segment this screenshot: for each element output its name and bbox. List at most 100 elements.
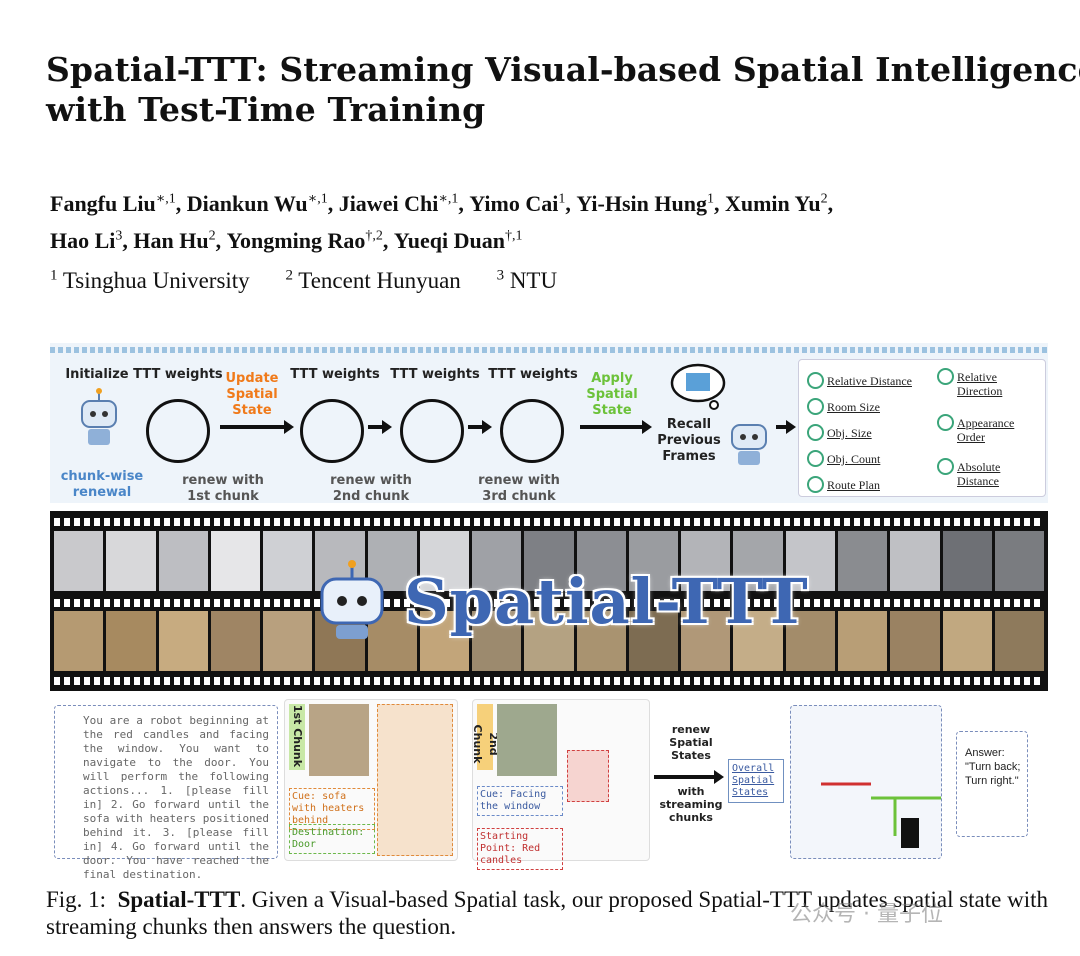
author-name: Fangfu Liu∗,1, bbox=[50, 191, 187, 216]
figure-caption: Fig. 1: Spatial-TTT. Given a Visual-base… bbox=[46, 886, 1056, 940]
arrow-1 bbox=[220, 420, 294, 434]
chunk-1-images bbox=[309, 704, 369, 776]
task-item: Obj. Count bbox=[806, 450, 881, 467]
film-holes bbox=[54, 677, 1044, 685]
apply-label: Apply Spatial State bbox=[586, 371, 638, 418]
film-holes bbox=[54, 518, 1044, 526]
author-name: Han Hu2, bbox=[133, 228, 226, 253]
author-separator: , bbox=[713, 191, 725, 217]
starting-point: Starting Point: Red candles bbox=[477, 828, 563, 870]
caption-text: . Given a Visual-based Spatial task, our… bbox=[46, 887, 1049, 939]
task-item: Route Plan bbox=[807, 476, 880, 493]
with-streaming-label: with streaming chunks bbox=[659, 785, 723, 824]
chunk-wise-label: chunk-wise renewal bbox=[60, 469, 144, 500]
author-affiliation-marker: 1 bbox=[558, 192, 566, 207]
author-separator: , bbox=[327, 191, 339, 217]
cue-2: Cue: Facing the window bbox=[477, 786, 563, 816]
figure-1: Initialize TTT weights Update Spatial St… bbox=[50, 343, 1048, 881]
destination: Destination: Door bbox=[289, 824, 375, 854]
task-item: Appearance Order bbox=[937, 414, 1029, 444]
author-affiliation-marker: 1 bbox=[706, 192, 714, 207]
title-line-1: Spatial-TTT: Streaming Visual-based Spat… bbox=[46, 50, 1080, 89]
answer-text: Answer: "Turn back; Turn right." bbox=[965, 747, 1021, 787]
chunk-1-panel: 1st Chunk Cue: sofa with heaters behind … bbox=[284, 699, 458, 861]
task-item: Relative Distance bbox=[807, 372, 912, 389]
arrow-3 bbox=[468, 420, 492, 434]
network-globe-icon bbox=[500, 399, 564, 463]
renew-states-label: renew Spatial States bbox=[669, 723, 713, 762]
overall-states: Overall Spatial States bbox=[728, 759, 784, 803]
author-name-text: Yueqi Duan bbox=[393, 227, 505, 253]
affiliations: 1 Tsinghua University 2 Tencent Hunyuan … bbox=[50, 260, 587, 296]
task-item: Room Size bbox=[807, 398, 880, 415]
task-item: Relative Direction bbox=[937, 368, 1029, 398]
author-affiliation-marker: ∗,1 bbox=[307, 192, 328, 207]
author-name-text: Jiawei Chi bbox=[338, 191, 439, 217]
chunk-2-images bbox=[497, 704, 557, 776]
author-separator: , bbox=[122, 227, 134, 253]
answer-box: Answer: "Turn back; Turn right." bbox=[956, 731, 1028, 837]
thought-bubble-map-icon bbox=[670, 363, 726, 410]
author-separator: , bbox=[175, 191, 187, 217]
network-globe-icon bbox=[400, 399, 464, 463]
author-separator: , bbox=[827, 191, 834, 217]
route-path-icon bbox=[821, 782, 941, 848]
renew-3rd: renew with 3rd chunk bbox=[478, 473, 560, 504]
author-name: Yongming Rao†,2, bbox=[227, 228, 394, 253]
robot-icon bbox=[81, 388, 117, 445]
author-separator: , bbox=[565, 191, 577, 217]
author-name-text: Hao Li bbox=[50, 227, 116, 253]
frames-row-1 bbox=[54, 531, 1045, 591]
author-affiliation-marker: 3 bbox=[115, 228, 123, 244]
arrow-5 bbox=[776, 420, 796, 434]
affiliation-2: 2 Tencent Hunyuan bbox=[285, 267, 461, 293]
author-name-text: Yimo Cai bbox=[469, 191, 559, 217]
ttt-weights-3: TTT weights bbox=[488, 367, 578, 382]
paper-title: Spatial-TTT: Streaming Visual-based Spat… bbox=[46, 50, 1080, 130]
pipeline-panel: Initialize TTT weights Update Spatial St… bbox=[50, 343, 1048, 504]
author-name: Yimo Cai1, bbox=[469, 191, 576, 216]
watermark: 公众号 · 量子位 bbox=[790, 902, 943, 927]
author-name: Hao Li3, bbox=[50, 228, 133, 253]
author-affiliation-marker: ∗,1 bbox=[438, 192, 459, 207]
dashed-border bbox=[50, 347, 1048, 353]
affiliation-3: 3 NTU bbox=[496, 267, 558, 293]
arrow-renew bbox=[654, 770, 724, 784]
task-item: Obj. Size bbox=[807, 424, 872, 441]
author-affiliation-marker: 2 bbox=[208, 228, 216, 244]
author-name-text: Fangfu Liu bbox=[50, 191, 156, 217]
chunk-1-map bbox=[377, 704, 453, 856]
author-name-text: Diankun Wu bbox=[186, 191, 308, 217]
author-affiliation-marker: †,2 bbox=[365, 228, 383, 244]
chunk-tab bbox=[289, 704, 305, 770]
network-globe-icon bbox=[300, 399, 364, 463]
author-name-text: Han Hu bbox=[133, 227, 209, 253]
author-name: Yueqi Duan†,1 bbox=[394, 228, 523, 253]
author-name-text: Xumin Yu bbox=[724, 191, 821, 217]
chunk-2-map bbox=[567, 750, 609, 802]
author-affiliation-marker: 2 bbox=[820, 192, 828, 207]
ttt-weights-2: TTT weights bbox=[390, 367, 480, 382]
author-affiliation-marker: †,1 bbox=[504, 228, 523, 244]
chunk-tab bbox=[477, 704, 493, 770]
author-name: Jiawei Chi∗,1, bbox=[339, 191, 470, 216]
author-name: Xumin Yu2, bbox=[725, 191, 833, 216]
overall-map bbox=[790, 705, 942, 859]
arrow-4 bbox=[580, 420, 652, 434]
author-affiliation-marker: ∗,1 bbox=[155, 192, 176, 207]
task-checklist: Relative Distance Room Size Obj. Size Ob… bbox=[798, 359, 1046, 497]
arrow-2 bbox=[368, 420, 392, 434]
task-text: You are a robot beginning at the red can… bbox=[83, 714, 269, 881]
author-name-text: Yongming Rao bbox=[226, 227, 366, 253]
ttt-weights-1: TTT weights bbox=[290, 367, 380, 382]
author-separator: , bbox=[458, 191, 470, 217]
author-name: Diankun Wu∗,1, bbox=[187, 191, 339, 216]
caption-bold: Spatial-TTT bbox=[117, 887, 241, 912]
recall-label: Recall Previous Frames bbox=[657, 417, 721, 464]
author-name-text: Yi-Hsin Hung bbox=[576, 191, 707, 217]
film-holes bbox=[54, 599, 1044, 607]
robot-icon bbox=[731, 424, 767, 465]
spatial-ttt-banner: Spatial-TTT bbox=[404, 565, 809, 638]
cue-1: Cue: sofa with heaters behind bbox=[289, 788, 375, 830]
title-line-2: with Test-Time Training bbox=[46, 90, 486, 129]
